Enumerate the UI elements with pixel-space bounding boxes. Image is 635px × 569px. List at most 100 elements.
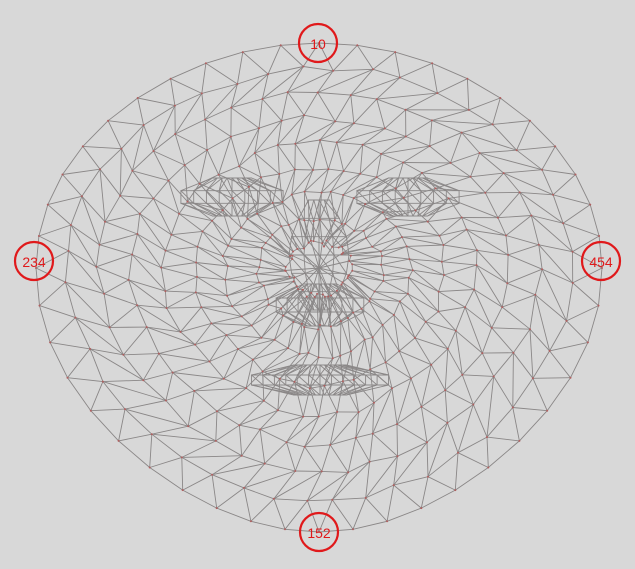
landmark-label-right: 454 — [589, 254, 613, 270]
mesh-edge — [294, 356, 320, 383]
mesh-edge — [362, 136, 407, 146]
mesh-edge — [205, 51, 244, 64]
mesh-edge — [297, 283, 308, 299]
mesh-edge — [218, 177, 223, 192]
mesh-edge — [244, 190, 259, 204]
mesh-edge — [287, 91, 305, 116]
mesh-vertex — [332, 69, 335, 72]
mesh-edge — [128, 279, 166, 292]
mesh-vertex — [240, 226, 243, 229]
mesh-edge — [519, 191, 554, 196]
mesh-vertex — [180, 456, 183, 459]
mesh-vertex — [475, 264, 478, 267]
mesh-edge — [251, 307, 282, 326]
mesh-edge — [107, 120, 145, 126]
mesh-edge — [181, 456, 184, 491]
mesh-edge — [382, 280, 409, 295]
mesh-edge — [310, 220, 315, 242]
mesh-edge — [315, 283, 321, 299]
mesh-edge — [341, 384, 367, 396]
mesh-edge — [343, 170, 361, 175]
mesh-edge — [90, 408, 126, 412]
mesh-edge — [120, 148, 133, 172]
mesh-edge — [308, 217, 320, 238]
mesh-edge — [412, 177, 435, 192]
mesh-vertex — [256, 212, 259, 215]
mesh-edge — [396, 406, 422, 425]
mesh-edge — [381, 255, 410, 260]
mesh-edge — [184, 164, 188, 203]
mesh-vertex — [327, 168, 330, 171]
mesh-edge — [99, 244, 133, 255]
mesh-edge — [263, 400, 279, 411]
mesh-edge — [294, 381, 304, 418]
mesh-edge — [394, 190, 409, 204]
mesh-edge — [119, 170, 133, 197]
mesh-vertex — [167, 179, 170, 182]
mesh-edge — [268, 304, 282, 309]
mesh-vertex — [321, 293, 324, 296]
mesh-edge — [251, 325, 262, 339]
mesh-edge — [137, 78, 172, 99]
mesh-edge — [319, 324, 334, 359]
mesh-edge — [222, 209, 232, 240]
mesh-vertex — [346, 277, 349, 280]
mesh-edge — [224, 279, 228, 297]
mesh-vertex — [534, 293, 537, 296]
mesh-edge — [328, 384, 344, 396]
mesh-vertex — [272, 497, 275, 500]
mesh-edge — [506, 254, 509, 284]
mesh-edge — [355, 411, 360, 439]
mesh-edge — [374, 291, 401, 302]
mesh-vertex — [107, 119, 110, 122]
mesh-edge — [479, 152, 543, 171]
mesh-edge — [271, 234, 291, 257]
mesh-edge — [492, 97, 501, 125]
mesh-edge — [303, 326, 319, 330]
mesh-edge — [231, 190, 246, 204]
mesh-edge — [481, 352, 495, 377]
mesh-edge — [194, 322, 212, 346]
mesh-edge — [241, 428, 261, 457]
mesh-edge — [231, 177, 246, 192]
mesh-edge — [216, 400, 265, 412]
mesh-edge — [380, 245, 408, 252]
mesh-edge — [258, 277, 295, 283]
mesh-vertex — [446, 347, 449, 350]
mesh-edge — [195, 262, 226, 281]
mesh-edge — [258, 259, 262, 268]
mesh-edge — [319, 297, 332, 313]
mesh-vertex — [261, 370, 264, 373]
mesh-vertex — [303, 445, 306, 448]
mesh-edge — [319, 296, 326, 326]
mesh-edge — [201, 92, 206, 120]
mesh-edge — [382, 277, 410, 282]
mesh-vertex — [195, 261, 198, 264]
mesh-edge — [195, 291, 228, 297]
mesh-vertex — [491, 123, 494, 126]
mesh-vertex — [507, 253, 510, 256]
mesh-edge — [429, 119, 433, 147]
mesh-edge — [304, 217, 310, 238]
mesh-edge — [330, 191, 344, 196]
mesh-edge — [90, 381, 104, 412]
mesh-edge — [181, 456, 213, 476]
mesh-edge — [260, 173, 280, 178]
mesh-edge — [319, 122, 355, 141]
mesh-edge — [277, 378, 281, 411]
mesh-edge — [304, 272, 320, 293]
mesh-edge — [165, 372, 174, 401]
mesh-edge — [345, 236, 350, 256]
mesh-edge — [172, 361, 210, 373]
mesh-edge — [422, 202, 447, 217]
mesh-edge — [446, 404, 474, 424]
mesh-edge — [131, 254, 162, 269]
mesh-edge — [81, 195, 100, 246]
mesh-edge — [158, 353, 210, 362]
mesh-edge — [497, 217, 507, 236]
mesh-edge — [350, 94, 355, 124]
mesh-edge — [381, 202, 404, 217]
mesh-edge — [166, 291, 197, 309]
mesh-edge — [237, 337, 262, 350]
mesh-edge — [380, 258, 410, 266]
